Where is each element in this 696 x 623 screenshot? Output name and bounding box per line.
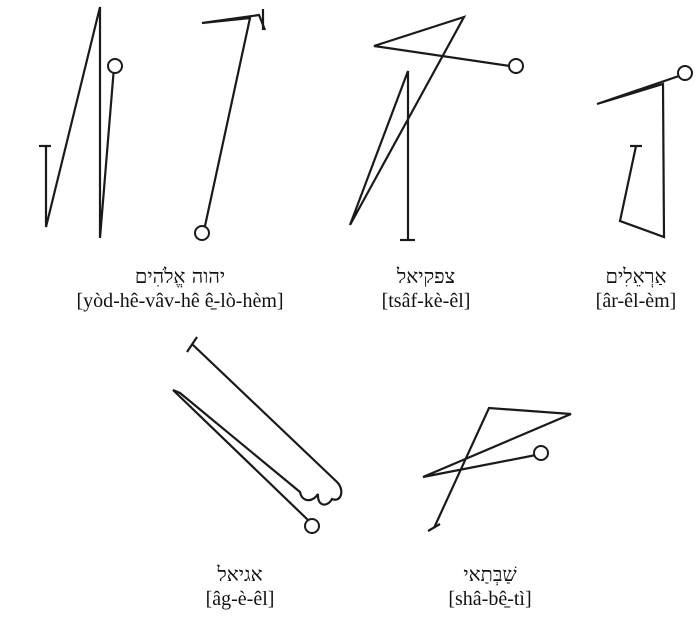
sigil-tsafkiel bbox=[350, 17, 523, 240]
transliteration: [âg-è-êl] bbox=[185, 586, 295, 612]
sigil-yhvh-elohim-right bbox=[195, 9, 265, 240]
sigil-agiel bbox=[173, 337, 341, 533]
sigil-aralim bbox=[597, 66, 692, 237]
sigil-start-circle bbox=[195, 226, 209, 240]
caption-shabbathai: שַׁבְּתַאי [shâ-bê̱-tì] bbox=[430, 562, 550, 612]
hebrew-name: אגיאל bbox=[185, 562, 295, 586]
transliteration: [âr-êl-èm] bbox=[577, 288, 695, 314]
sigil-shabbathai bbox=[423, 408, 571, 531]
caption-aralim: אַרְאֵלִים [âr-êl-èm] bbox=[577, 264, 695, 314]
sigil-start-circle bbox=[534, 446, 548, 460]
transliteration: [tsâf-kè-êl] bbox=[370, 288, 482, 314]
sigil-start-circle bbox=[305, 519, 319, 533]
sigil-start-circle bbox=[108, 59, 122, 73]
hebrew-name: שַׁבְּתַאי bbox=[430, 562, 550, 586]
transliteration: [shâ-bê̱-tì] bbox=[430, 586, 550, 612]
sigil-yhvh-elohim-left bbox=[39, 7, 122, 238]
hebrew-name: יהוה אֱלֹהִים bbox=[15, 264, 345, 288]
caption-yhvh-elohim: יהוה אֱלֹהִים [yòd-hê-vâv-hê ê̱-lò-hèm] bbox=[15, 264, 345, 314]
transliteration: [yòd-hê-vâv-hê ê̱-lò-hèm] bbox=[15, 288, 345, 314]
sigil-start-circle bbox=[678, 66, 692, 80]
caption-agiel: אגיאל [âg-è-êl] bbox=[185, 562, 295, 612]
hebrew-name: צפקיאל bbox=[370, 264, 482, 288]
sigil-start-circle bbox=[509, 59, 523, 73]
caption-tsafkiel: צפקיאל [tsâf-kè-êl] bbox=[370, 264, 482, 314]
hebrew-name: אַרְאֵלִים bbox=[577, 264, 695, 288]
